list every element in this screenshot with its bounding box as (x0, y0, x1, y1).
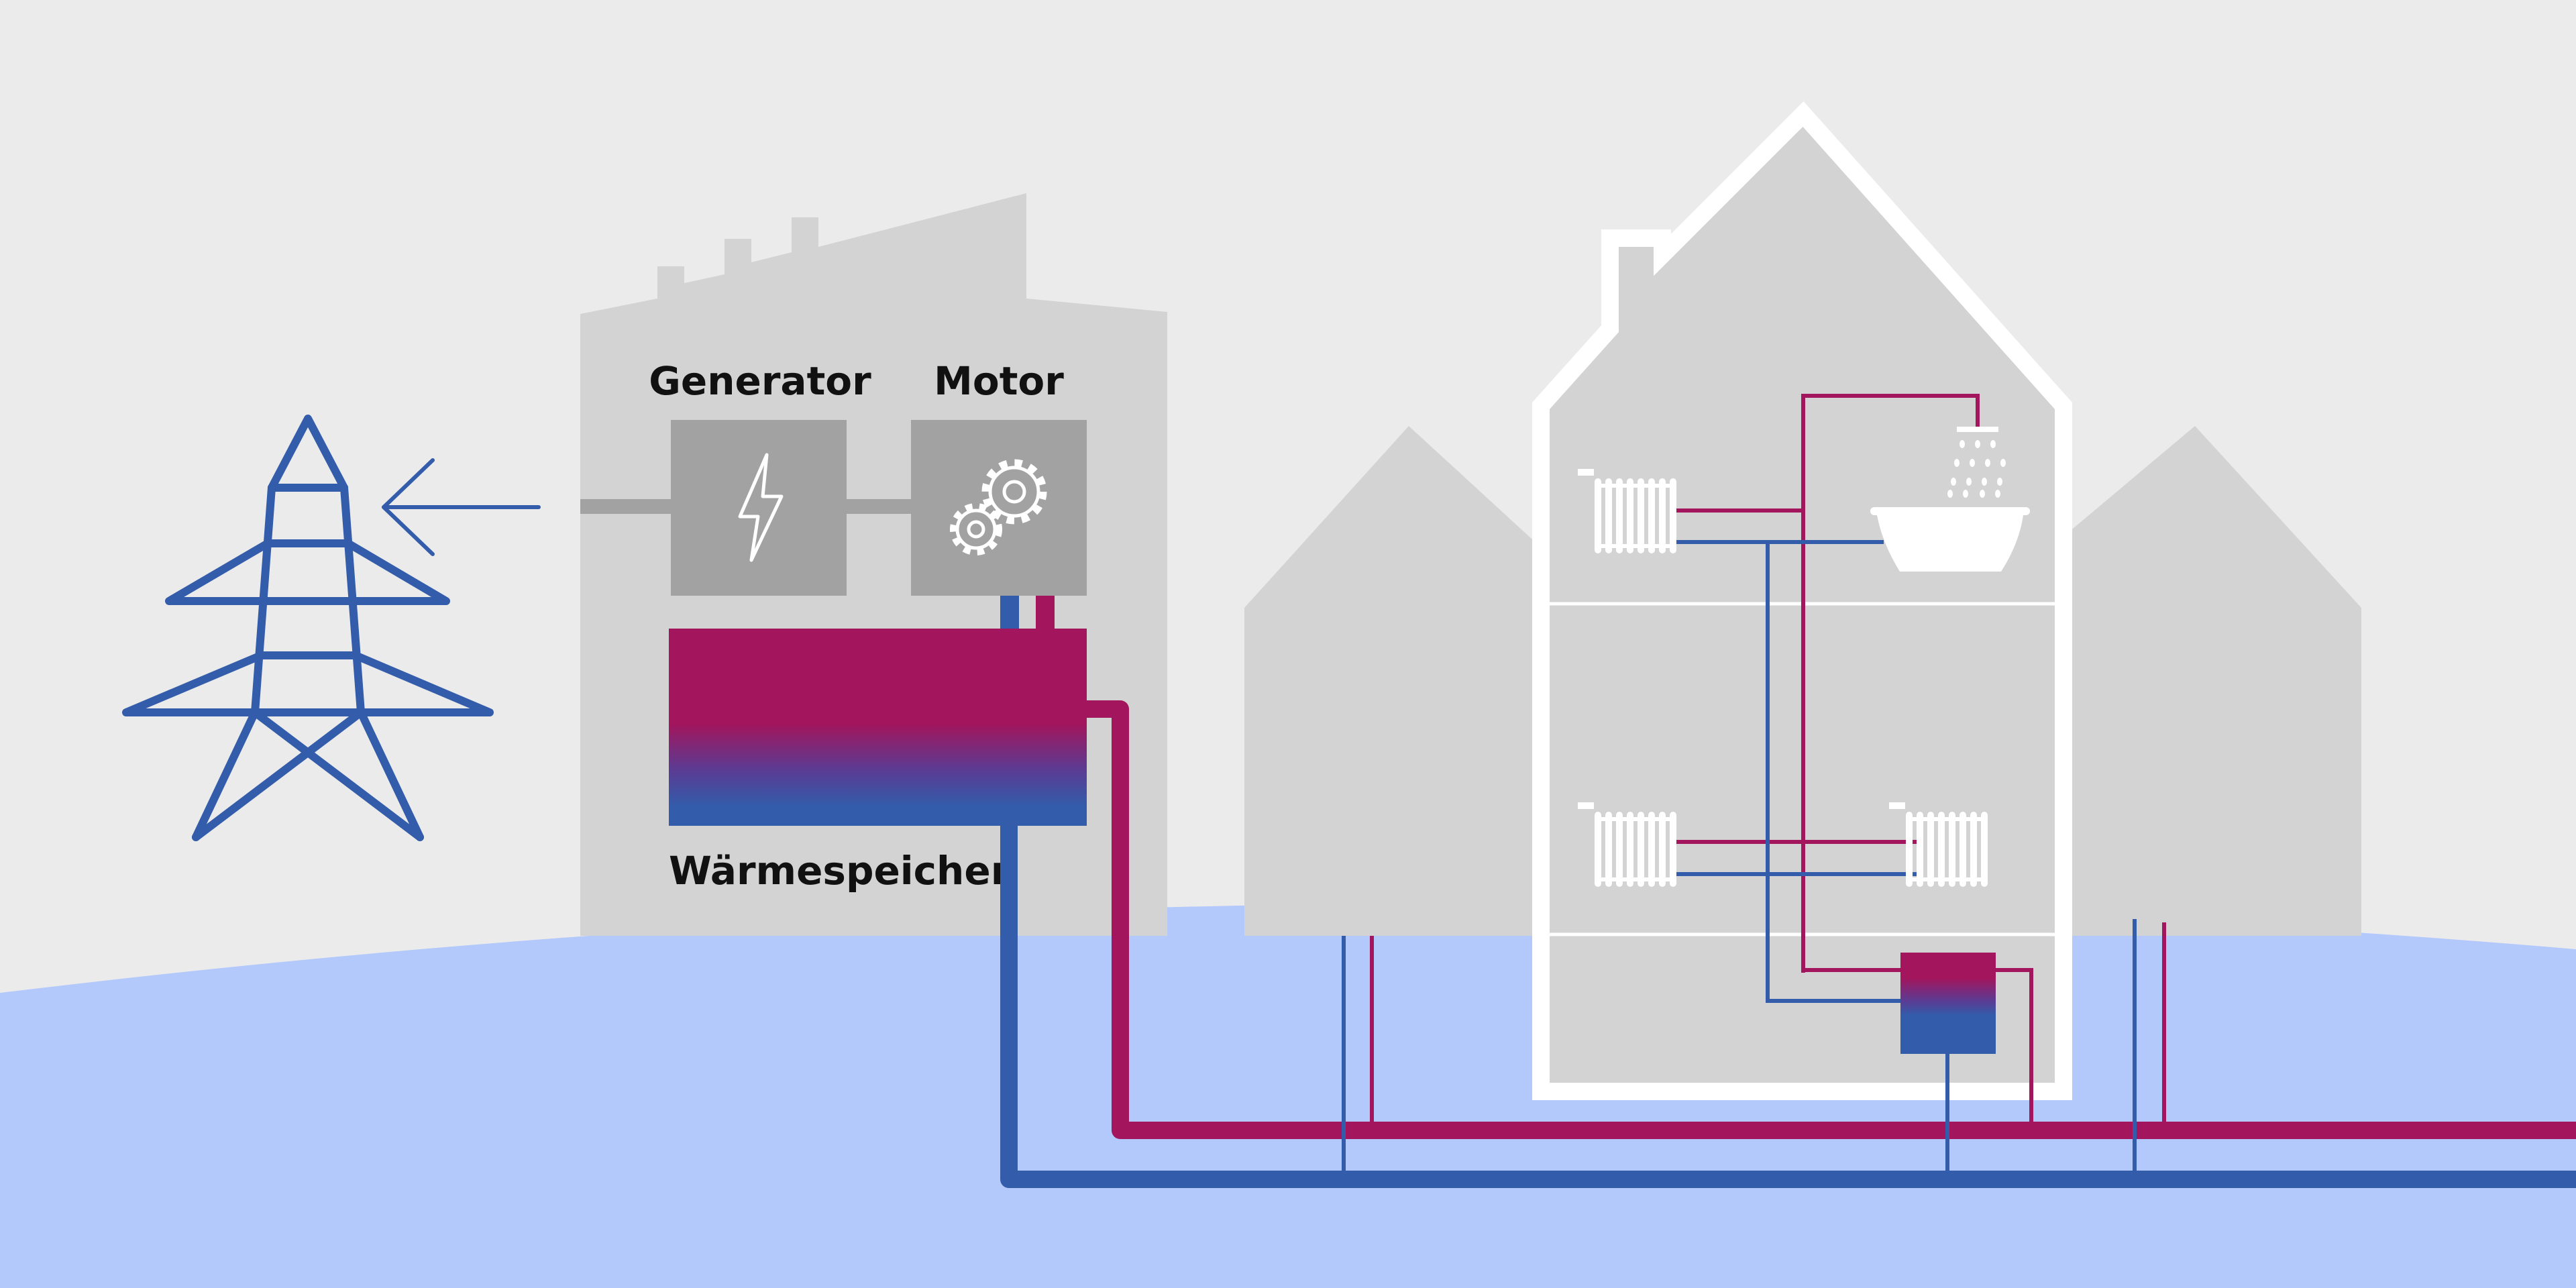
arrow-left-icon (382, 458, 541, 556)
motor-pipe-hot (1036, 596, 1055, 631)
motor-box (911, 420, 1087, 596)
bathtub-icon (1870, 507, 2030, 572)
motor-label: Motor (934, 358, 1064, 404)
house-piping-cold (1676, 540, 1949, 1179)
neighbor-house-left (1244, 426, 1573, 936)
power-line-link (580, 499, 671, 514)
generator-box (671, 420, 847, 596)
neighbor-house-right (2039, 426, 2361, 936)
ground (0, 903, 2576, 1288)
lightning-bolt-icon (738, 453, 784, 562)
main-pipe-hot (1087, 700, 2576, 1139)
main-pipe-cold (1000, 826, 2576, 1188)
gears-icon (950, 459, 1047, 555)
generator-label: Generator (649, 358, 871, 404)
heat-storage-label: Wärmespeicher (669, 848, 1010, 894)
heat-storage-tank (669, 629, 1087, 826)
house-piping-hot (1676, 394, 2033, 1130)
motor-pipe-cold (1000, 596, 1019, 631)
power-pylon-icon (122, 415, 494, 841)
shower-head-icon (1947, 427, 2006, 498)
shaft-link (844, 499, 911, 514)
house-heat-storage (1900, 953, 1996, 1054)
